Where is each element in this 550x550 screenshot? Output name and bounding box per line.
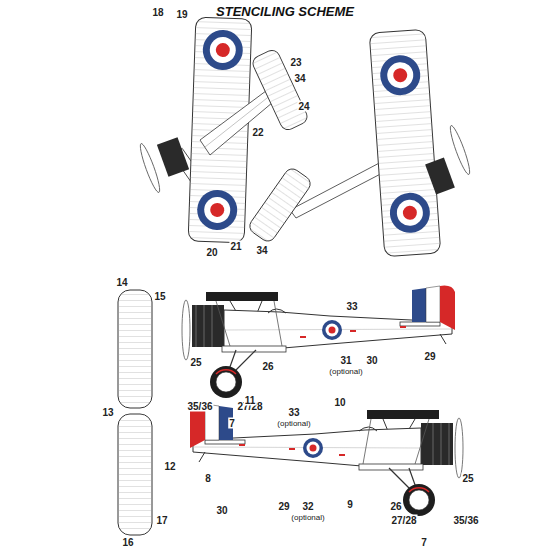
callout-number: (optional)	[328, 366, 363, 377]
callout-number: (optional)	[290, 512, 325, 523]
callout-number: 25	[461, 473, 474, 484]
callout-number: 23	[289, 57, 302, 68]
callout-number: 12	[163, 461, 176, 472]
callout-number: 33	[345, 301, 358, 312]
callout-number: 11	[244, 395, 257, 406]
callout-number: (optional)	[276, 418, 311, 429]
callout-number: 31	[339, 355, 352, 366]
callout-number: 7	[228, 418, 236, 429]
callout-number: 10	[333, 397, 346, 408]
callout-number: 34	[255, 245, 268, 256]
callout-number: 13	[101, 407, 114, 418]
callout-number: 30	[215, 505, 228, 516]
callout-number: 32	[301, 501, 314, 512]
callout-number: 33	[287, 407, 300, 418]
callout-number: 17	[155, 515, 168, 526]
callout-number: 26	[261, 361, 274, 372]
callout-number: 20	[205, 247, 218, 258]
callout-number: 25	[189, 357, 202, 368]
callout-number: 35/36	[186, 401, 213, 412]
callout-number: 19	[175, 9, 188, 20]
sheet-title: STENCILING SCHEME	[216, 4, 354, 19]
callout-number: 9	[346, 499, 354, 510]
callout-number: 26	[389, 501, 402, 512]
callout-number: 7	[420, 536, 428, 547]
callout-number: 24	[297, 101, 310, 112]
callout-number: 29	[277, 501, 290, 512]
callout-number: 18	[151, 7, 164, 18]
callout-number: 15	[153, 291, 166, 302]
callout-number: 8	[204, 473, 212, 484]
callout-number: 30	[365, 355, 378, 366]
callout-number: 14	[115, 277, 128, 288]
callout-number: 29	[423, 351, 436, 362]
callout-number: 22	[251, 127, 264, 138]
callout-number: 27/28	[390, 515, 417, 526]
callout-number: 35/36	[452, 515, 479, 526]
callout-number: 21	[229, 241, 242, 252]
callout-number: 34	[293, 73, 306, 84]
callout-number: 16	[121, 536, 134, 547]
